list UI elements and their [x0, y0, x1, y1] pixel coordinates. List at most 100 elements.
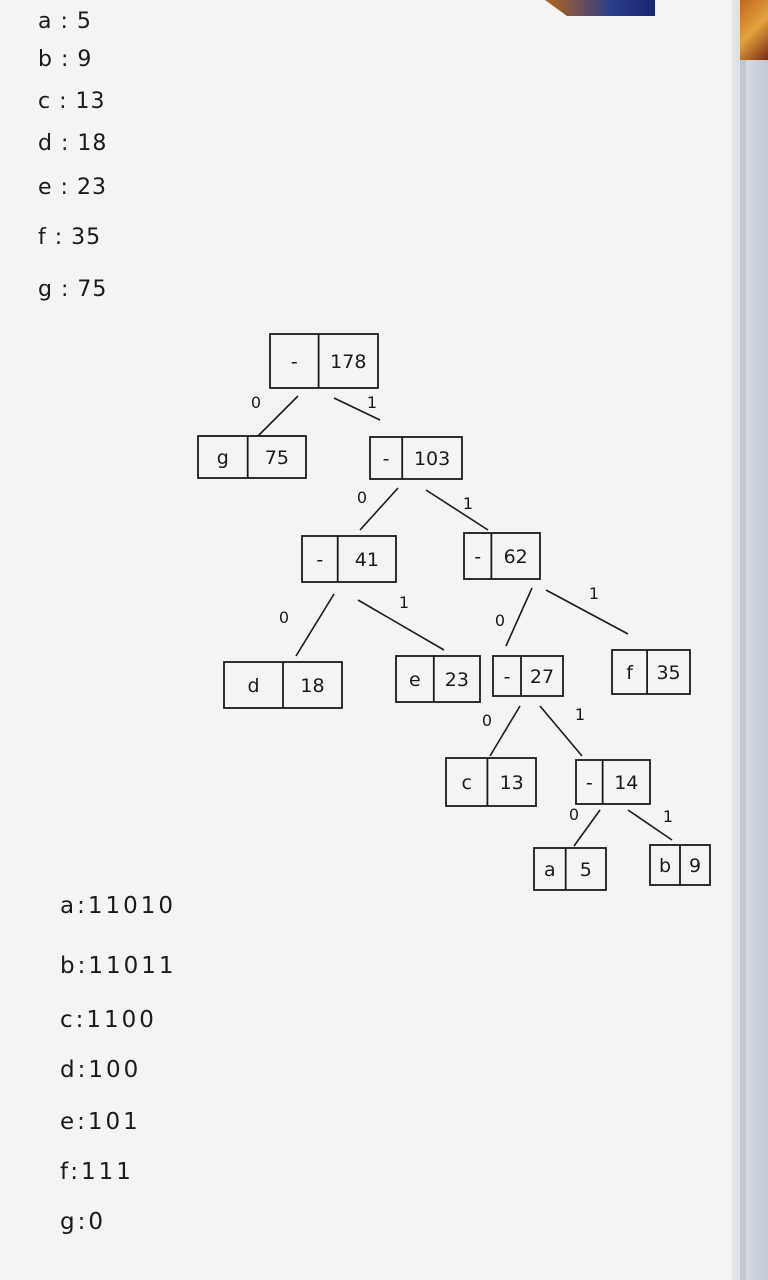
code-value: 111	[81, 1159, 134, 1185]
freq-sep: :	[60, 9, 69, 34]
edge-label: 1	[399, 593, 409, 612]
corner-fabric	[740, 0, 768, 60]
node-box	[369, 436, 463, 480]
code-symbol: d	[60, 1057, 78, 1083]
edge-label: 1	[575, 705, 585, 724]
code-sep: :	[77, 1109, 88, 1135]
frequency-item: g : 75	[38, 268, 107, 312]
edge-label: 0	[569, 805, 579, 824]
freq-sep: :	[60, 131, 70, 156]
node-symbol: g	[217, 447, 229, 469]
tree-node: - 178	[269, 333, 379, 389]
node-symbol: -	[474, 546, 481, 568]
node-box	[611, 649, 691, 695]
edge-label: 0	[482, 711, 492, 730]
tree-edge	[333, 397, 381, 421]
frequency-item: f : 35	[38, 216, 101, 260]
code-value: 101	[87, 1109, 141, 1135]
freq-sep: :	[60, 277, 70, 302]
tree-edge	[257, 395, 299, 437]
code-symbol: c	[60, 1007, 76, 1033]
freq-value: 35	[71, 225, 102, 250]
code-item: g:0	[60, 1196, 106, 1248]
freq-value: 18	[77, 131, 108, 156]
node-symbol: -	[383, 448, 390, 470]
freq-symbol: e	[38, 175, 53, 200]
tree-edge	[539, 705, 583, 757]
node-weight: 75	[265, 447, 289, 469]
node-symbol: b	[659, 855, 671, 877]
code-sep: :	[70, 1159, 82, 1185]
tree-edge	[573, 809, 601, 847]
code-symbol: e	[60, 1109, 78, 1135]
tree-edge	[425, 489, 489, 531]
tree-node: - 103	[369, 436, 463, 480]
freq-symbol: g	[38, 277, 53, 302]
node-weight: 62	[504, 546, 528, 568]
code-item: b:11011	[60, 940, 177, 992]
code-item: f:111	[60, 1146, 134, 1198]
freq-symbol: a	[38, 9, 53, 34]
node-weight: 178	[330, 351, 366, 373]
node-box	[269, 333, 379, 389]
freq-value: 23	[76, 175, 107, 200]
freq-value: 9	[77, 47, 93, 72]
tree-edge	[627, 809, 673, 841]
node-symbol: d	[247, 675, 259, 697]
tree-node: - 41	[301, 535, 397, 583]
node-symbol: -	[291, 351, 298, 373]
node-weight: 103	[414, 448, 450, 470]
tree-edge	[359, 487, 399, 531]
node-weight: 41	[355, 549, 379, 571]
node-symbol: -	[586, 772, 593, 794]
edge-label: 1	[367, 393, 377, 412]
node-weight: 5	[580, 859, 592, 881]
edge-label: 1	[663, 807, 673, 826]
tree-node: -14	[575, 759, 651, 805]
edge-label: 1	[463, 494, 473, 513]
node-symbol: e	[409, 669, 421, 691]
background-fabric	[545, 0, 655, 16]
node-weight: 18	[300, 675, 324, 697]
code-value: 11010	[87, 893, 177, 919]
edge-label: 0	[357, 488, 367, 507]
frequency-item: b : 9	[38, 38, 92, 82]
freq-symbol: f	[38, 225, 47, 250]
code-sep: :	[75, 1007, 87, 1033]
tree-node: - 62	[463, 532, 541, 580]
node-box	[575, 759, 651, 805]
node-weight: 35	[656, 662, 680, 684]
code-item: d:100	[60, 1044, 141, 1096]
frequency-item: d : 18	[38, 122, 107, 166]
tree-edge	[357, 599, 445, 651]
tree-node: g 75	[197, 435, 307, 479]
code-value: 0	[88, 1209, 106, 1235]
freq-value: 13	[75, 89, 106, 114]
edge-label: 0	[495, 611, 505, 630]
code-symbol: g	[60, 1209, 78, 1235]
node-box	[395, 655, 481, 703]
node-symbol: -	[316, 549, 323, 571]
code-item: a:11010	[60, 880, 176, 932]
tree-edge	[489, 705, 521, 757]
code-value: 1100	[86, 1007, 157, 1033]
tree-edge	[545, 589, 629, 635]
frequency-item: c : 13	[38, 80, 106, 124]
edge-label: 0	[251, 393, 261, 412]
node-weight: 23	[445, 669, 469, 691]
freq-symbol: d	[38, 131, 53, 156]
code-item: c:1100	[60, 994, 157, 1046]
page-edge	[732, 0, 768, 1280]
code-sep: :	[77, 1209, 89, 1235]
code-symbol: b	[60, 953, 78, 979]
node-weight: 27	[530, 666, 554, 688]
freq-symbol: c	[38, 89, 52, 114]
tree-edge	[505, 587, 533, 647]
freq-sep: :	[54, 225, 64, 250]
code-symbol: f	[60, 1159, 71, 1185]
frequency-item: a : 5	[38, 0, 92, 44]
